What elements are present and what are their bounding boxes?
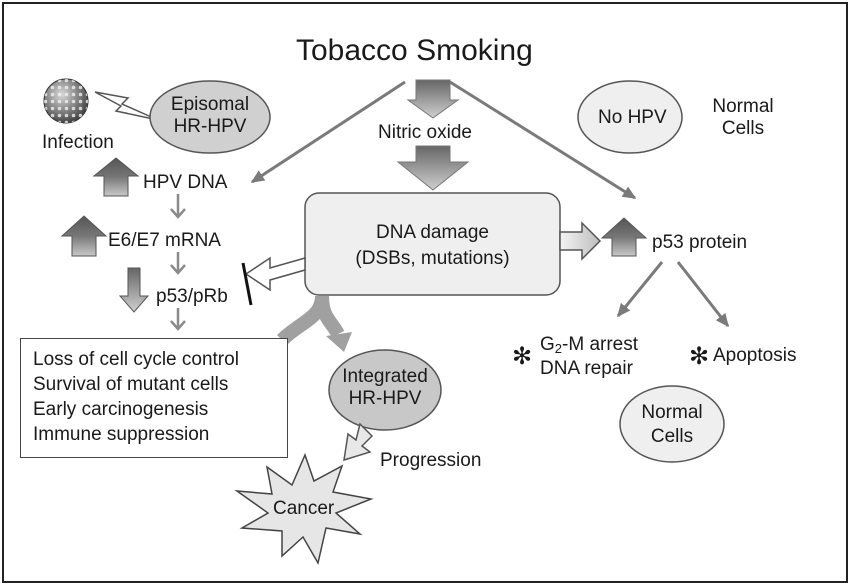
no-hpv-ellipse [577, 80, 683, 154]
g2m-star-icon: ✻ [512, 342, 533, 370]
left-flow-arrows [170, 194, 186, 331]
normal-cells-bottom-line1: Normal [641, 402, 703, 423]
apoptosis-star-icon: ✻ [689, 342, 710, 370]
dna-repair-label: DNA repair [540, 358, 633, 379]
branch-to-integrated [315, 295, 345, 338]
arrow-to-apoptosis [676, 261, 730, 328]
lightning-icon [94, 91, 159, 121]
effect-item: Early carcinogenesis [33, 399, 209, 420]
integrated-line2: HR-HPV [348, 388, 422, 409]
integrated-line1: Integrated [342, 366, 428, 387]
episomal-line2: HR-HPV [173, 116, 247, 137]
episomal-ellipse [149, 80, 271, 154]
episomal-line1: Episomal [170, 94, 250, 115]
normal-cells-top-line1: Normal [712, 96, 774, 117]
effects-box: Loss of cell cycle control Survival of m… [20, 338, 288, 458]
hpv-dna-label: HPV DNA [143, 172, 228, 193]
hpv-dna-up-arrow [92, 157, 140, 197]
arrow-to-p53-protein [449, 80, 637, 200]
page-title: Tobacco Smoking [296, 34, 533, 67]
normal-cells-bottom-label: Normal Cells [627, 401, 717, 449]
virus-texture [44, 79, 88, 123]
integrated-ellipse [328, 349, 442, 431]
nitric-oxide-label: Nitric oxide [378, 122, 472, 144]
p53prb-down-arrow [118, 267, 150, 313]
apoptosis-label: Apoptosis [713, 345, 797, 366]
g2m-prefix: G [540, 334, 555, 355]
arrow-smoking-to-no [406, 79, 460, 119]
inhibition-bar [241, 262, 253, 306]
normal-cells-top-line2: Cells [721, 118, 765, 139]
e6e7-label: E6/E7 mRNA [108, 230, 221, 251]
arrow-dna-to-p53-protein [559, 221, 602, 261]
arrow-to-g2m [616, 261, 664, 318]
e6e7-up-arrow [60, 215, 108, 257]
arrow-to-hpv-dna [250, 80, 406, 184]
no-hpv-label: No HPV [598, 107, 667, 128]
arrow-no-to-dna-damage [396, 145, 470, 191]
p53prb-label: p53/pRb [156, 286, 228, 307]
g2m-subscript: 2 [554, 341, 563, 356]
effect-item: Immune suppression [33, 424, 210, 445]
p53-protein-up-arrow [600, 217, 648, 257]
arrow-dna-to-p53prb [244, 256, 306, 292]
normal-cells-ellipse [619, 385, 725, 463]
cancer-label: Cancer [273, 498, 335, 519]
infection-label: Infection [42, 132, 114, 153]
branch-arrowhead [326, 332, 352, 352]
normal-cells-top-label: Normal Cells [698, 96, 788, 140]
dna-damage-label: DNA damage (DSBs, mutations) [305, 220, 560, 272]
effect-item: Survival of mutant cells [33, 374, 229, 395]
g2m-suffix: -M arrest [562, 334, 639, 355]
g2m-label: G2-M arrest [540, 334, 638, 356]
dna-damage-line2: (DSBs, mutations) [355, 248, 510, 269]
progression-arrow [343, 422, 374, 462]
normal-cells-bottom-line2: Cells [650, 426, 694, 447]
cancer-starburst [234, 452, 374, 566]
effect-item: Loss of cell cycle control [33, 349, 239, 370]
progression-label: Progression [380, 450, 482, 471]
integrated-label: Integrated HR-HPV [329, 366, 441, 410]
dna-damage-line1: DNA damage [375, 222, 489, 243]
p53-protein-label: p53 protein [652, 232, 748, 253]
episomal-label: Episomal HR-HPV [160, 94, 260, 138]
